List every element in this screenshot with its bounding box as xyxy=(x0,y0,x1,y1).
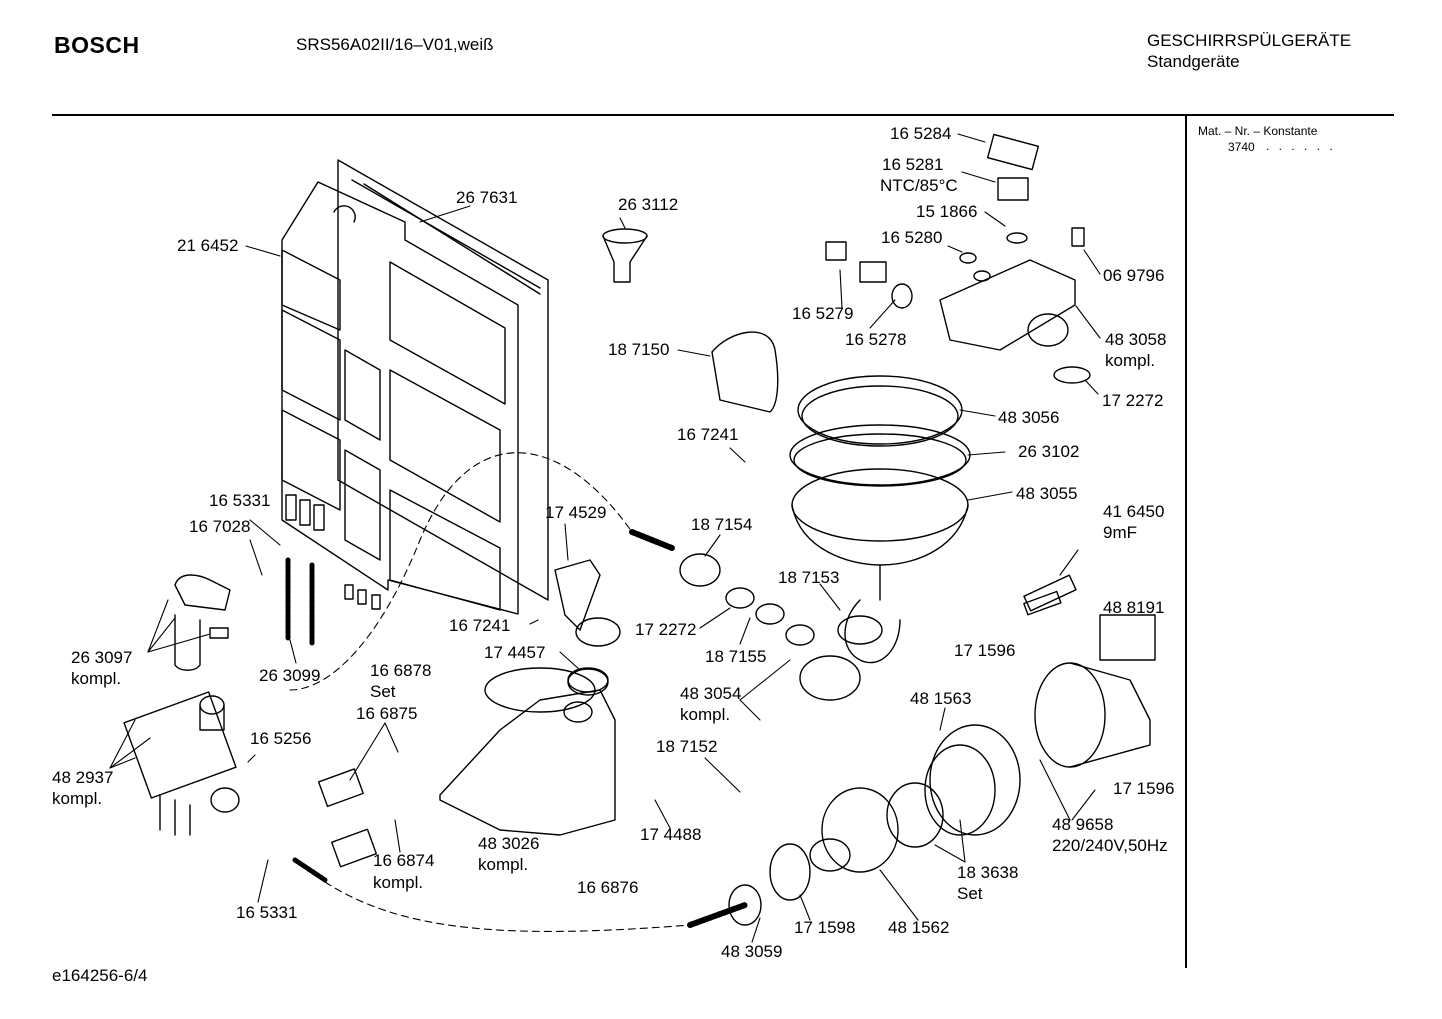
part-label: Set xyxy=(957,884,983,903)
circulation-pump xyxy=(1023,590,1156,768)
panel-sheet xyxy=(337,159,549,601)
solenoid-valves xyxy=(317,768,378,868)
top-right-parts xyxy=(825,133,1091,384)
funnel-part xyxy=(602,228,648,283)
part-label: 220/240V,50Hz xyxy=(1052,836,1168,855)
part-label: 48 3058 xyxy=(1105,330,1167,349)
part-label: 41 6450 xyxy=(1103,502,1165,521)
part-label: 26 3102 xyxy=(1018,442,1080,461)
sump-assembly xyxy=(789,375,971,664)
part-label: 48 9658 xyxy=(1052,815,1114,834)
part-label: 17 1598 xyxy=(794,918,856,937)
part-label: 48 2937 xyxy=(52,768,114,787)
part-label: 9mF xyxy=(1103,523,1137,542)
part-label: 16 7028 xyxy=(189,517,251,536)
part-label: Set xyxy=(370,682,396,701)
part-label: 17 4457 xyxy=(484,643,546,662)
part-label: 17 4488 xyxy=(640,825,702,844)
part-label: 16 5280 xyxy=(881,228,943,247)
part-label: 48 3056 xyxy=(998,408,1060,427)
brand-logo: BOSCH xyxy=(54,32,140,58)
part-label: 48 3059 xyxy=(721,942,783,961)
part-label: 48 3055 xyxy=(1016,484,1078,503)
part-label: 16 7241 xyxy=(449,616,511,635)
part-label: 48 1563 xyxy=(910,689,972,708)
valve-assembly xyxy=(123,574,240,836)
part-label: 48 3054 xyxy=(680,684,742,703)
hose-springs xyxy=(285,557,328,883)
part-label: 48 1562 xyxy=(888,918,950,937)
part-label: 16 7241 xyxy=(677,425,739,444)
category-subtitle: Standgeräte xyxy=(1147,52,1240,71)
header-divider xyxy=(52,114,1394,116)
part-label: kompl. xyxy=(71,669,122,688)
part-label: 16 5281 xyxy=(882,155,944,174)
part-label: 48 3026 xyxy=(478,834,540,853)
part-label: kompl. xyxy=(52,789,103,808)
part-label: 16 5279 xyxy=(792,304,854,323)
part-label: NTC/85°C xyxy=(880,176,958,195)
part-label: 17 1596 xyxy=(954,641,1016,660)
part-label: 26 3097 xyxy=(71,648,133,667)
part-label: 16 6875 xyxy=(356,704,418,723)
part-label: 16 5256 xyxy=(250,729,312,748)
part-label: 17 2272 xyxy=(1102,391,1164,410)
part-label: 18 7154 xyxy=(691,515,753,534)
part-label: kompl. xyxy=(478,855,529,874)
part-label: 48 8191 xyxy=(1103,598,1165,617)
part-label: 16 5278 xyxy=(845,330,907,349)
part-label: 17 2272 xyxy=(635,620,697,639)
part-label: kompl. xyxy=(373,873,424,892)
part-label: 26 7631 xyxy=(456,188,518,207)
oring-174457 xyxy=(567,668,609,696)
model-number: SRS56A02II/16–V01,weiß xyxy=(296,35,494,54)
part-label: kompl. xyxy=(1105,351,1156,370)
side-divider xyxy=(1185,116,1187,968)
part-label: 18 7150 xyxy=(608,340,670,359)
leader-lines xyxy=(109,133,1101,943)
part-label: 17 4529 xyxy=(545,503,607,522)
capacitor xyxy=(1023,574,1077,612)
part-label: 16 5331 xyxy=(209,491,271,510)
side-panel-dots: . . . . . . xyxy=(1266,139,1336,153)
part-label: kompl. xyxy=(680,705,731,724)
part-label: 16 6876 xyxy=(577,878,639,897)
water-softener xyxy=(439,667,616,836)
dashed-connectors xyxy=(289,452,691,932)
part-label: 26 3099 xyxy=(259,666,321,685)
part-label: 16 6874 xyxy=(373,851,435,870)
part-label: 18 7153 xyxy=(778,568,840,587)
part-label: 21 6452 xyxy=(177,236,239,255)
part-label: 16 5284 xyxy=(890,124,952,143)
detergent-panel xyxy=(281,181,519,615)
part-label: 18 7152 xyxy=(656,737,718,756)
part-label: 26 3112 xyxy=(618,195,679,214)
category-title: GESCHIRRSPÜLGERÄTE xyxy=(1147,31,1352,50)
side-panel-value: 3740 xyxy=(1228,140,1255,154)
cover-187150 xyxy=(711,331,779,413)
drawing-code: e164256-6/4 xyxy=(52,966,148,985)
part-label: 18 7155 xyxy=(705,647,767,666)
pump-housing xyxy=(687,724,1021,928)
part-label: 16 5331 xyxy=(236,903,298,922)
part-label: 15 1866 xyxy=(916,202,978,221)
hose-parts xyxy=(629,529,861,701)
part-label: 18 3638 xyxy=(957,863,1019,882)
part-label: 06 9796 xyxy=(1103,266,1165,285)
part-label: 16 6878 xyxy=(370,661,432,680)
side-panel-title: Mat. – Nr. – Konstante xyxy=(1198,124,1318,138)
hinge-parts xyxy=(554,559,621,647)
part-label: 17 1596 xyxy=(1113,779,1175,798)
